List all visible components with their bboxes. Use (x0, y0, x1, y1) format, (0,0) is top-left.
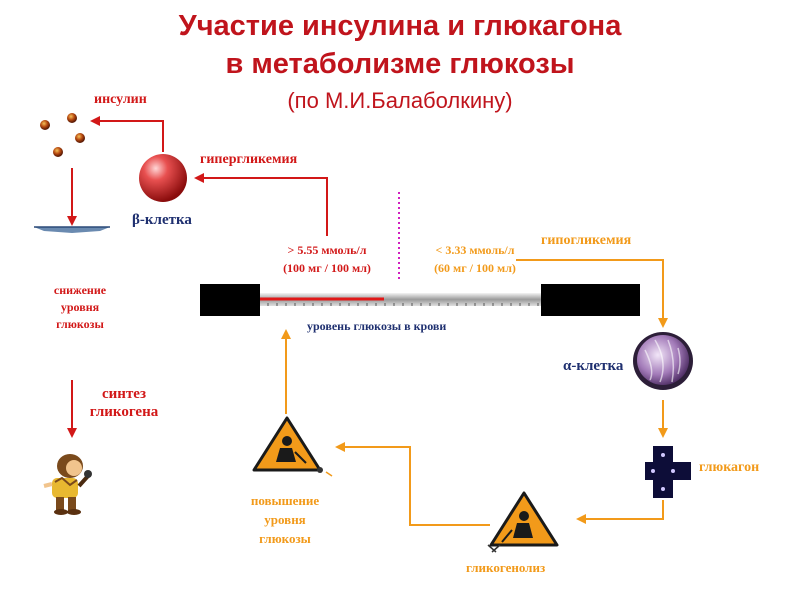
glucose-increase-label-1: повышение (250, 493, 320, 508)
insulin-label: инсулин (94, 92, 147, 107)
page-title-line2: в метаболизме глюкозы (225, 48, 575, 80)
beta-cell-sphere-icon (139, 154, 187, 202)
glucagon-label: глюкагон (699, 460, 760, 475)
scale-ticks (267, 303, 539, 306)
blood-glucose-level-label: уровень глюкозы в крови (307, 319, 447, 333)
hyperglycemia-label: гипергликемия (200, 152, 298, 167)
insulin-release-path (90, 116, 164, 152)
hyperglycemia-path (194, 173, 328, 236)
page-title: Участие инсулина и глюкагона (178, 10, 622, 42)
construction-warning-sign-icon (487, 491, 559, 553)
page-subtitle: (по М.И.Балаболкину) (287, 88, 513, 113)
scale-tube (260, 293, 541, 306)
glucose-decrease-label-1: снижение (53, 283, 107, 297)
glycogenolysis-to-increase-path (335, 442, 490, 526)
scale-right-block (541, 284, 640, 316)
high-threshold-mg-label: (100 мг / 100 мл) (283, 261, 371, 275)
construction-warning-sign-icon (252, 416, 333, 477)
low-threshold-label: < 3.33 ммоль/л (435, 243, 515, 257)
insulin-molecule-icon (40, 113, 85, 157)
low-threshold-mg-label: (60 мг / 100 мл) (434, 261, 516, 275)
beta-cell-label: β-клетка (132, 212, 192, 228)
receptor-plate-icon (34, 226, 110, 233)
glucagon-to-glycogenolysis-path (576, 500, 664, 524)
high-threshold-label: > 5.55 ммоль/л (287, 243, 367, 257)
caveman-worker-icon (43, 454, 92, 515)
hypoglycemia-path (516, 259, 668, 328)
glucose-decrease-label-2: уровня (60, 300, 100, 314)
glycogenolysis-label: гликогенолиз (466, 560, 546, 575)
alpha-cell-label: α-клетка (563, 358, 624, 374)
glycogen-synthesis-label-2: гликогена (89, 404, 159, 420)
alpha-cell-icon (633, 332, 693, 390)
hypoglycemia-label: гипогликемия (541, 233, 632, 248)
glucose-increase-label-2: уровня (264, 512, 306, 527)
scale-left-block (200, 284, 260, 316)
glucose-increase-label-3: глюкозы (259, 531, 311, 546)
glucagon-cross-icon (645, 446, 691, 498)
glucose-decrease-label-3: глюкозы (56, 317, 104, 331)
glycogen-synthesis-label-1: синтез (102, 386, 146, 402)
